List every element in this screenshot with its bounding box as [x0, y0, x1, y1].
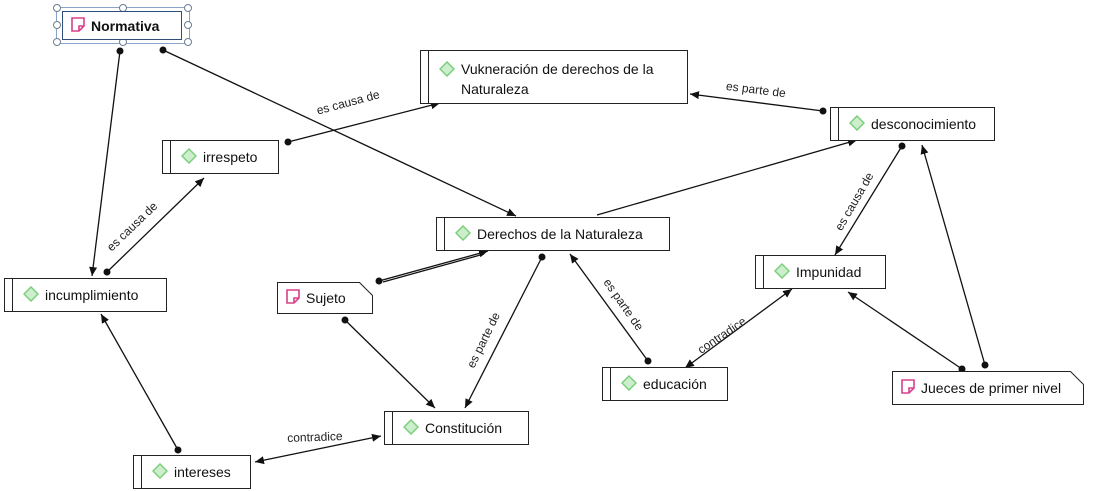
node-vulneracion[interactable]: Vukneración de derechos de la Naturaleza	[420, 50, 688, 104]
code-diamond-icon	[402, 418, 420, 438]
code-diamond-icon	[620, 374, 638, 394]
selection-handle[interactable]	[184, 21, 192, 29]
link-educacion-impunidad[interactable]	[684, 288, 793, 369]
node-incumplimiento[interactable]: incumplimiento	[4, 278, 167, 312]
link-sujeto-derechos-2[interactable]	[382, 253, 485, 283]
node-label: Constitución	[425, 420, 503, 436]
link-irrespeto-vulneracion[interactable]	[284, 101, 441, 146]
node-jueces[interactable]: Jueces de primer nivel	[892, 370, 1085, 405]
node-label: educación	[643, 376, 707, 392]
memo-icon	[286, 289, 300, 307]
link-incumplimiento-irrespeto[interactable]	[103, 177, 205, 276]
code-diamond-icon	[438, 60, 456, 80]
selection-handle[interactable]	[53, 4, 61, 12]
code-diamond-icon	[773, 262, 791, 282]
node-label: Derechos de la Naturaleza	[477, 226, 643, 242]
code-diamond-icon	[180, 147, 198, 167]
code-diamond-icon	[848, 114, 866, 134]
link-label-contradice-intereses: contradice	[287, 429, 343, 445]
node-label: intereses	[174, 464, 231, 480]
link-derechos-desconocimiento[interactable]	[596, 138, 858, 216]
selection-handle[interactable]	[53, 21, 61, 29]
memo-fold	[1069, 370, 1085, 386]
node-label: Vukneración de derechos de la Naturaleza	[461, 61, 654, 97]
code-diamond-icon	[22, 285, 40, 305]
node-educacion[interactable]: educación	[602, 367, 728, 401]
link-desconocimiento-vulneracion[interactable]	[689, 91, 827, 115]
link-normativa-incumplimiento[interactable]	[89, 47, 124, 277]
code-diamond-icon	[151, 462, 169, 482]
link-sujeto-constitucion[interactable]	[341, 316, 436, 409]
node-label: Normativa	[91, 17, 160, 34]
node-normativa[interactable]: Normativa	[62, 11, 182, 40]
link-derechos-constitucion[interactable]	[464, 253, 546, 409]
memo-icon	[901, 379, 915, 397]
node-irrespeto[interactable]: irrespeto	[162, 140, 279, 174]
link-intereses-constitucion[interactable]	[254, 433, 382, 465]
node-sujeto[interactable]: Sujeto	[277, 281, 374, 314]
link-educacion-derechos[interactable]	[569, 253, 652, 365]
link-desconocimiento-impunidad[interactable]	[834, 142, 906, 256]
node-label: Sujeto	[306, 290, 346, 306]
node-constitucion[interactable]: Constitución	[384, 411, 529, 445]
node-label: Impunidad	[796, 264, 862, 280]
node-impunidad[interactable]: Impunidad	[755, 255, 886, 289]
selection-handle[interactable]	[184, 4, 192, 12]
selection-handle[interactable]	[53, 38, 61, 46]
link-jueces-desconocimiento[interactable]	[920, 144, 989, 369]
node-intereses[interactable]: intereses	[133, 455, 251, 489]
memo-fold	[358, 281, 374, 297]
node-label: Jueces de primer nivel	[921, 380, 1062, 396]
link-sujeto-derechos-1[interactable]	[375, 249, 489, 285]
node-label: desconocimiento	[871, 116, 977, 132]
selection-handle[interactable]	[184, 38, 192, 46]
node-desconocimiento[interactable]: desconocimiento	[830, 107, 995, 141]
node-derechos-naturaleza[interactable]: Derechos de la Naturaleza	[436, 217, 670, 251]
link-jueces-impunidad[interactable]	[847, 291, 966, 373]
node-label: irrespeto	[203, 149, 258, 165]
memo-icon	[71, 16, 85, 35]
node-label: incumplimiento	[45, 287, 139, 303]
code-diamond-icon	[454, 224, 472, 244]
link-intereses-incumplimiento[interactable]	[100, 313, 182, 454]
